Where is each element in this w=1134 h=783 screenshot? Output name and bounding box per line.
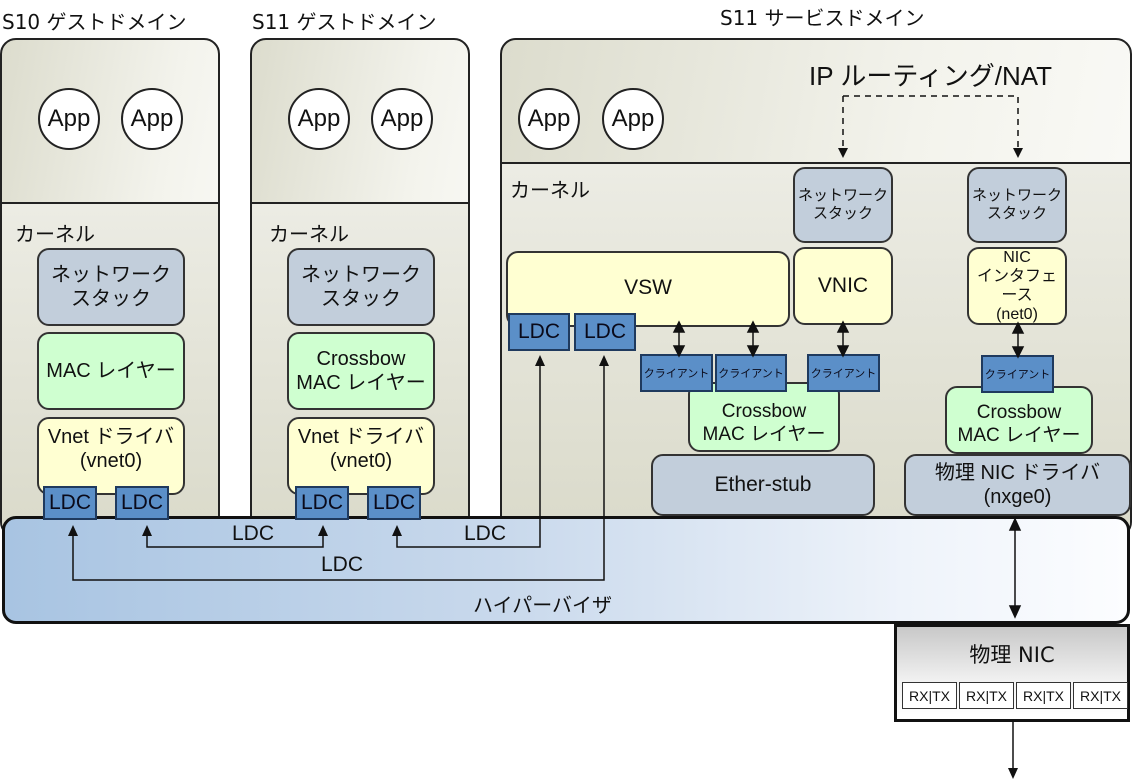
app-circle: App <box>518 88 580 150</box>
ether-stub: Ether-stub <box>651 454 875 516</box>
network-stack: ネットワーク スタック <box>967 167 1067 243</box>
mac-layer: MAC レイヤー <box>37 332 185 410</box>
ldc-channel: LDC <box>295 486 349 520</box>
s11-service-domain-title: S11 サービスドメイン <box>720 6 925 30</box>
vnet-driver: Vnet ドライバ (vnet0) <box>287 417 435 495</box>
client-port: クライアント <box>640 354 713 392</box>
app-circle: App <box>602 88 664 150</box>
physical-nic: 物理 NIC RX|TX RX|TX RX|TX RX|TX <box>894 624 1130 722</box>
ldc-channel: LDC <box>367 486 421 520</box>
kernel-divider <box>252 202 468 204</box>
app-circle: App <box>371 88 433 150</box>
ip-routing-dashed-arrow <box>843 95 1019 152</box>
network-stack: ネットワーク スタック <box>37 248 185 326</box>
ldc-channel: LDC <box>574 313 636 351</box>
physical-nic-label: 物理 NIC <box>969 643 1055 667</box>
rx-tx-queue: RX|TX <box>1016 682 1071 709</box>
kernel-label: カーネル <box>269 222 349 246</box>
s11-service-domain: App App IP ルーティング/NAT カーネル ネットワーク スタック ネ… <box>500 38 1132 538</box>
ldc-link-label: LDC <box>464 522 507 545</box>
network-stack: ネットワーク スタック <box>287 248 435 326</box>
s11-guest-domain: App App カーネル ネットワーク スタック Crossbow MAC レイ… <box>250 38 470 538</box>
bidirectional-arrows <box>672 320 1025 619</box>
ldc-channel: LDC <box>508 313 570 351</box>
nic-interface-net0: NIC インタフェース (net0) <box>967 247 1067 325</box>
arrowheads <box>68 355 1018 779</box>
client-port: クライアント <box>715 354 787 392</box>
ip-routing-nat-label: IP ルーティング/NAT <box>809 61 1053 91</box>
ldc-channel: LDC <box>115 486 169 520</box>
rx-tx-queue: RX|TX <box>902 682 957 709</box>
s10-guest-domain: App App カーネル ネットワーク スタック MAC レイヤー Vnet ド… <box>0 38 220 538</box>
client-port: クライアント <box>981 355 1054 393</box>
ldc-link-label: LDC <box>321 553 364 576</box>
client-port: クライアント <box>807 354 880 392</box>
arrowhead-icon <box>838 148 848 158</box>
vnet-driver: Vnet ドライバ (vnet0) <box>37 417 185 495</box>
physical-nic-driver: 物理 NIC ドライバ (nxge0) <box>904 454 1131 516</box>
app-circle: App <box>38 88 100 150</box>
rx-tx-queue: RX|TX <box>959 682 1014 709</box>
ldc-link-label: LDC <box>232 522 275 545</box>
network-stack: ネットワーク スタック <box>793 167 893 243</box>
app-circle: App <box>288 88 350 150</box>
hypervisor-label: ハイパーバイザ <box>473 593 612 617</box>
kernel-label: カーネル <box>510 178 590 202</box>
app-circle: App <box>121 88 183 150</box>
kernel-label: カーネル <box>15 222 95 246</box>
vnic: VNIC <box>793 247 893 325</box>
crossbow-mac-layer: Crossbow MAC レイヤー <box>287 332 435 410</box>
ldc-channel: LDC <box>43 486 97 520</box>
kernel-divider <box>2 202 218 204</box>
rx-tx-queue: RX|TX <box>1073 682 1128 709</box>
arrowhead-icon <box>1013 148 1023 158</box>
s10-guest-domain-title: S10 ゲストドメイン <box>2 10 187 34</box>
ldc-link-paths <box>72 360 1014 770</box>
crossbow-mac-layer: Crossbow MAC レイヤー <box>945 386 1093 454</box>
s11-guest-domain-title: S11 ゲストドメイン <box>252 10 437 34</box>
hypervisor: ハイパーバイザ LDC LDC LDC <box>2 516 1130 624</box>
kernel-divider <box>502 162 1130 164</box>
